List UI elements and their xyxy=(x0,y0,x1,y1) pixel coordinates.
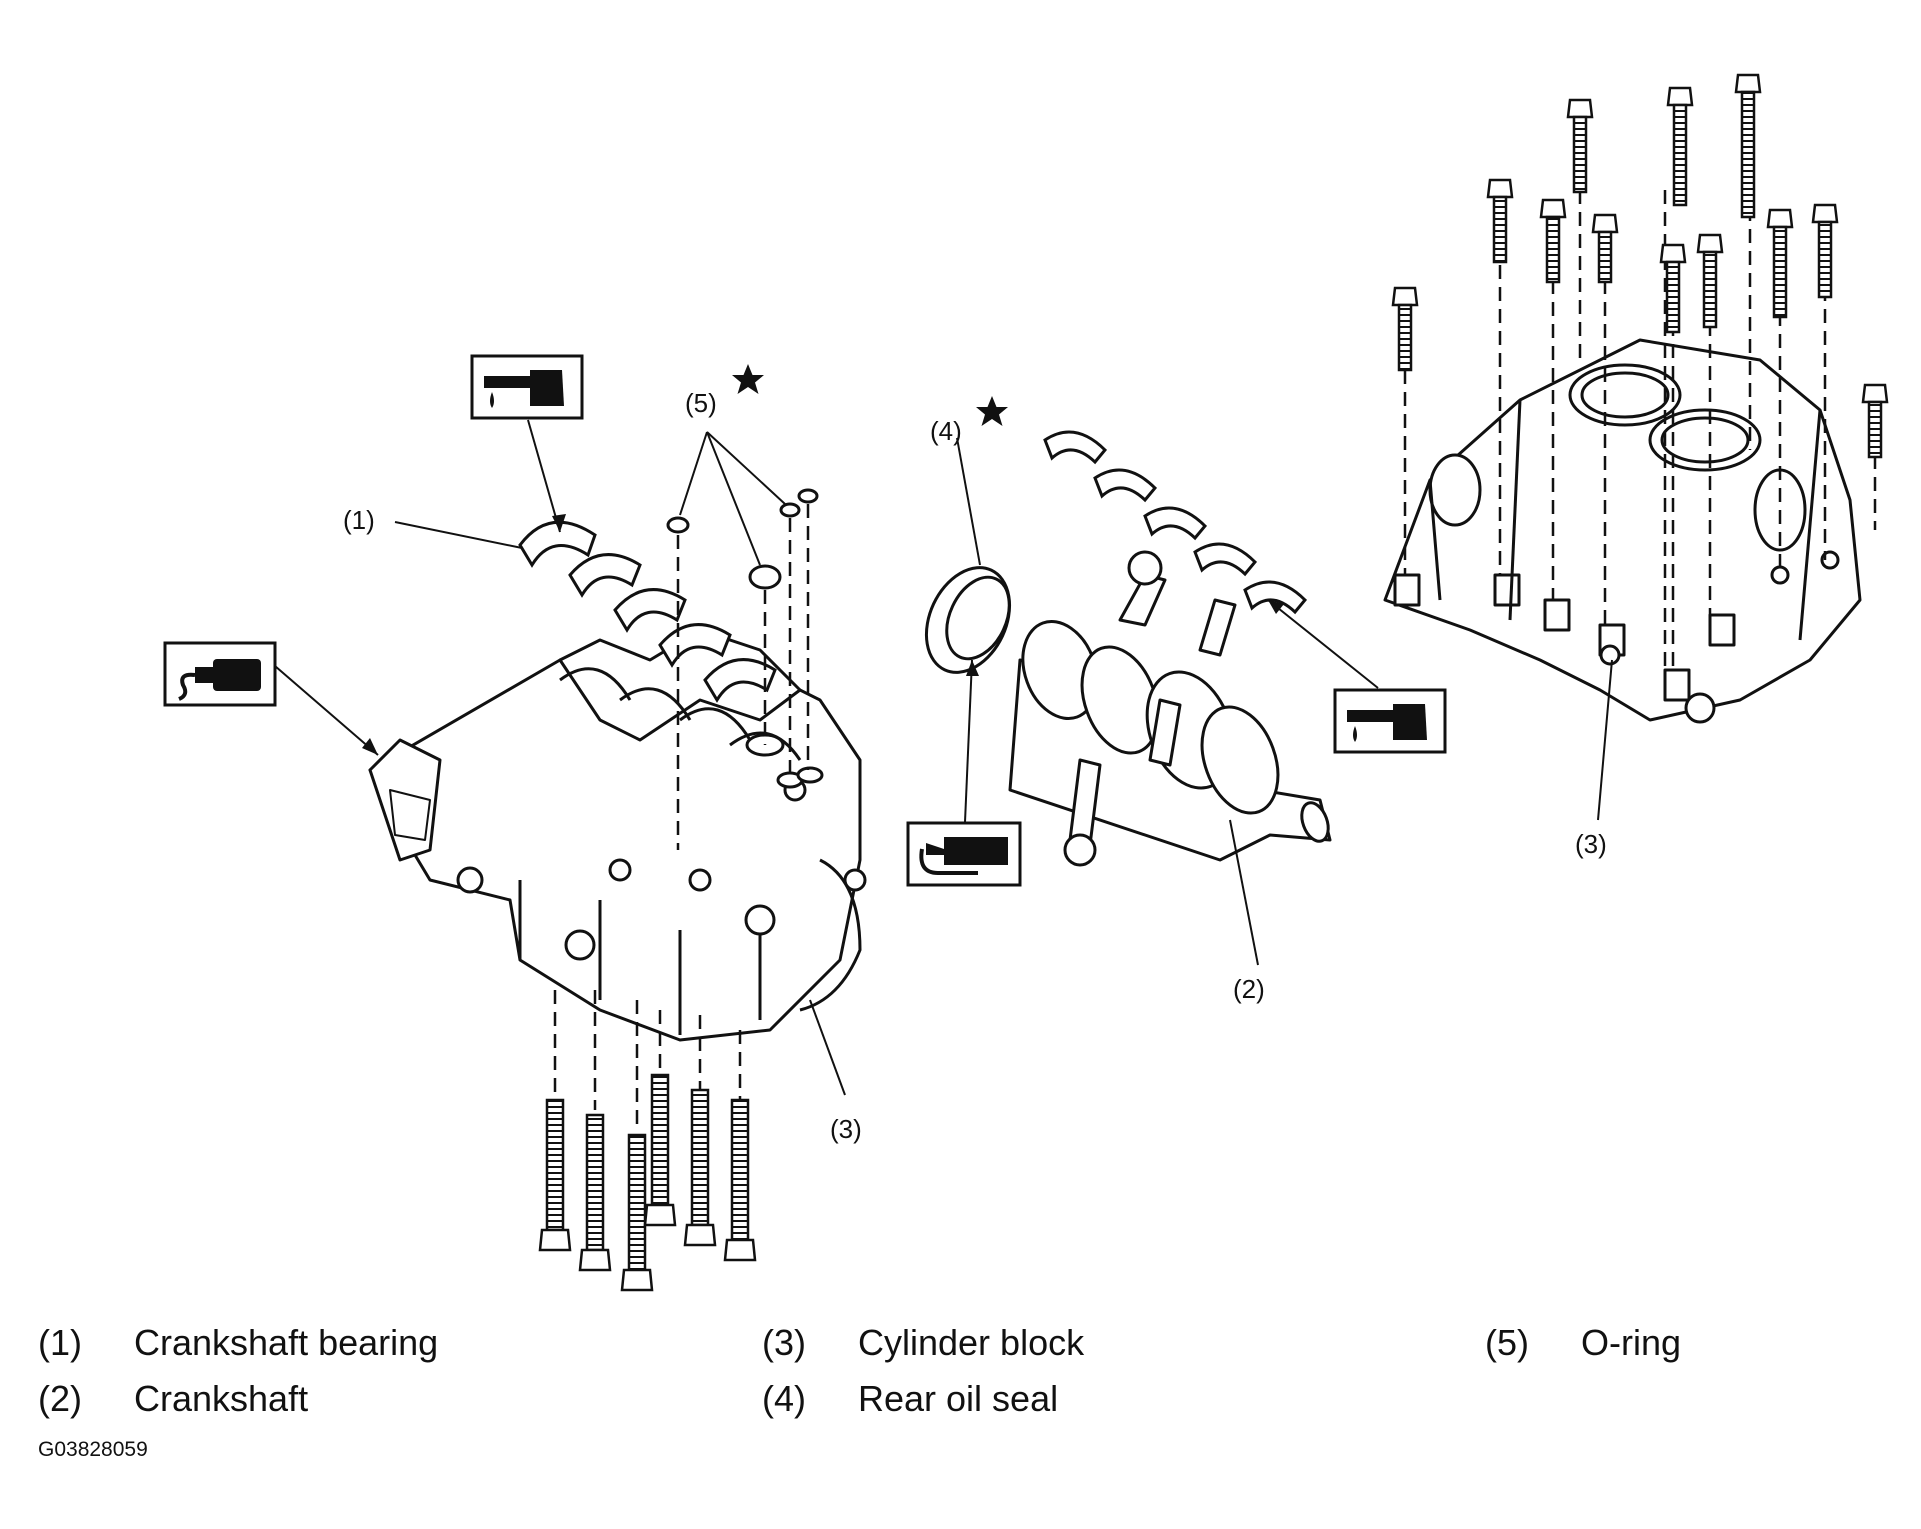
legend-number: (2) xyxy=(38,1378,82,1419)
grease-gun-icon xyxy=(906,821,1022,887)
star-icon xyxy=(732,364,764,394)
callout-3-right: (3) xyxy=(1575,829,1607,859)
legend-label: Rear oil seal xyxy=(858,1378,1059,1419)
legend-number: (1) xyxy=(38,1322,82,1363)
o-rings xyxy=(666,488,819,850)
legend-number: (4) xyxy=(762,1378,806,1419)
crankshaft xyxy=(1008,550,1332,867)
callout-5: (5) xyxy=(685,388,717,418)
legend-label: O-ring xyxy=(1581,1322,1682,1363)
leader-lines xyxy=(274,419,1613,1096)
star-icon xyxy=(976,396,1008,426)
oil-can-icon xyxy=(470,354,584,420)
legend-number: (3) xyxy=(762,1322,806,1363)
legend-label: Cylinder block xyxy=(858,1322,1085,1363)
oil-can-icon xyxy=(1333,688,1447,754)
crankshaft-bearings-lower xyxy=(1043,430,1308,615)
block-bolts-bottom xyxy=(538,990,757,1292)
callout-2: (2) xyxy=(1233,974,1265,1004)
legend-number: (5) xyxy=(1485,1322,1529,1363)
parts-legend: (1) Crankshaft bearing (2) Crankshaft (3… xyxy=(0,1300,1921,1430)
liquid-gasket-icon xyxy=(163,641,277,707)
callout-4: (4) xyxy=(930,416,962,446)
callout-3-center: (3) xyxy=(830,1114,862,1144)
legend-label: Crankshaft xyxy=(134,1378,309,1419)
block-bolts-top xyxy=(1391,73,1889,670)
cylinder-block-left xyxy=(368,628,867,1042)
cylinder-block-right xyxy=(1383,338,1862,724)
figure-id: G03828059 xyxy=(38,1438,148,1461)
legend-label: Crankshaft bearing xyxy=(134,1322,439,1363)
arrowheads xyxy=(362,514,1284,755)
rear-oil-seal xyxy=(924,566,1012,674)
callout-1: (1) xyxy=(343,505,375,535)
